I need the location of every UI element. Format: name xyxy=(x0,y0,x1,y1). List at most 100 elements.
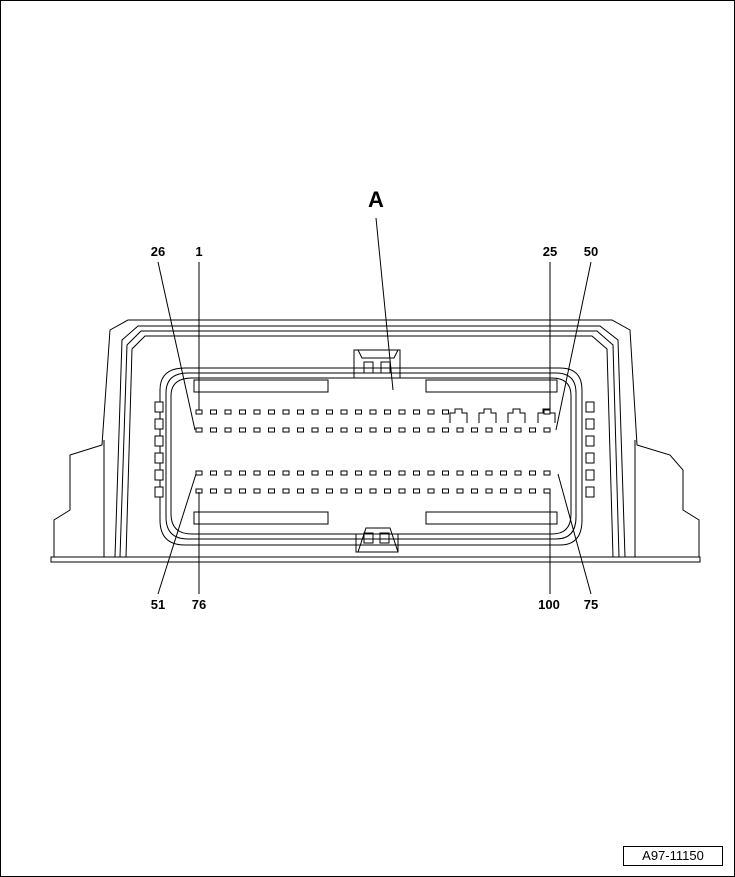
pin-row-51-75-6 xyxy=(268,470,275,476)
pin-row-26-50-8 xyxy=(297,427,304,433)
pin-label-25: 25 xyxy=(543,244,557,259)
pin-row-26-50-17 xyxy=(427,427,435,433)
pin-row-1-25-14 xyxy=(384,409,391,415)
pin-row-1-25-7 xyxy=(282,409,290,415)
leader-line-a xyxy=(375,217,394,391)
pin-row-1-25-1 xyxy=(195,409,203,415)
guide-tab-left xyxy=(154,435,164,447)
pin-row-51-75-14 xyxy=(384,470,391,476)
pin-row-1-25-25 xyxy=(543,409,551,415)
pin-row-51-75-17 xyxy=(427,470,435,476)
pin-row-51-75-22 xyxy=(500,470,507,476)
pin-row-51-75-10 xyxy=(326,470,333,476)
pin-row-26-50-7 xyxy=(282,427,290,433)
leader-line-26 xyxy=(157,261,196,431)
pin-row-26-50-15 xyxy=(398,427,406,433)
pin-row-51-75-21 xyxy=(485,470,493,476)
pin-row-76-100-19 xyxy=(456,488,464,494)
leader-line-51 xyxy=(157,473,197,595)
pin-row-1-25-13 xyxy=(369,409,377,415)
guide-tab-right xyxy=(585,418,595,430)
pin-row-51-75-8 xyxy=(297,470,304,476)
pin-row-51-75-13 xyxy=(369,470,377,476)
pin-row-26-50-23 xyxy=(514,427,522,433)
connector-label-a: A xyxy=(368,187,384,212)
connector-body xyxy=(159,367,583,546)
housing-flange xyxy=(53,319,700,557)
leader-line-75 xyxy=(557,473,592,595)
pin-row-26-50-9 xyxy=(311,427,319,433)
pin-row-26-50-1 xyxy=(195,427,203,433)
pin-row-1-25-12 xyxy=(355,409,362,415)
pin-row-76-100-7 xyxy=(282,488,290,494)
pin-row-76-100-12 xyxy=(355,488,362,494)
pin-row-76-100-16 xyxy=(413,488,420,494)
bottom-latch xyxy=(355,527,399,553)
pin-row-26-50-11 xyxy=(340,427,348,433)
pin-row-51-75-4 xyxy=(239,470,246,476)
top-latch xyxy=(353,349,401,378)
pin-row-51-75-18 xyxy=(442,470,449,476)
pin-row-51-75-2 xyxy=(210,470,217,476)
pin-row-26-50-18 xyxy=(442,427,449,433)
pin-row-51-75-3 xyxy=(224,470,232,476)
pin-row-51-75-25 xyxy=(543,470,551,476)
pin-label-51: 51 xyxy=(151,597,165,612)
pin-row-51-75-7 xyxy=(282,470,290,476)
pin-row-76-100-15 xyxy=(398,488,406,494)
base-plate xyxy=(50,556,701,563)
pin-row-1-25-11 xyxy=(340,409,348,415)
pin-row-51-75-23 xyxy=(514,470,522,476)
pin-row-51-75-9 xyxy=(311,470,319,476)
pin-row-26-50-22 xyxy=(500,427,507,433)
pin-row-1-25-4 xyxy=(239,409,246,415)
pin-row-76-100-9 xyxy=(311,488,319,494)
pin-row-26-50-19 xyxy=(456,427,464,433)
pin-row-76-100-20 xyxy=(471,488,478,494)
pin-row-1-25-5 xyxy=(253,409,261,415)
pin-row-26-50-3 xyxy=(224,427,232,433)
guide-tab-right xyxy=(585,469,595,481)
pin-row-26-50-6 xyxy=(268,427,275,433)
right-guide-tabs xyxy=(585,401,595,498)
guide-tab-left xyxy=(154,401,164,413)
pin-row-26-50-5 xyxy=(253,427,261,433)
pin-row-1-25-9 xyxy=(311,409,319,415)
pin-row-26-50-25 xyxy=(543,427,551,433)
pin-label-75: 75 xyxy=(584,597,598,612)
pin-grid xyxy=(195,409,551,494)
guide-tab-right xyxy=(585,401,595,413)
pin-row-26-50-24 xyxy=(529,427,536,433)
left-guide-tabs xyxy=(154,401,164,498)
pin-row-76-100-23 xyxy=(514,488,522,494)
guide-tab-left xyxy=(154,486,164,498)
guide-tab-right xyxy=(585,486,595,498)
pin-row-1-25-18 xyxy=(442,409,449,415)
pin-label-100: 100 xyxy=(538,597,560,612)
pin-row-76-100-11 xyxy=(340,488,348,494)
guide-tab-left xyxy=(154,418,164,430)
pin-row-51-75-5 xyxy=(253,470,261,476)
pin-row-26-50-16 xyxy=(413,427,420,433)
pin-row-51-75-24 xyxy=(529,470,536,476)
pin-row-51-75-1 xyxy=(195,470,203,476)
pin-row-1-25-6 xyxy=(268,409,275,415)
pin-row-51-75-12 xyxy=(355,470,362,476)
pin-row-26-50-14 xyxy=(384,427,391,433)
pin-row-1-25-17 xyxy=(427,409,435,415)
guide-tab-right xyxy=(585,435,595,447)
pin-row-76-100-13 xyxy=(369,488,377,494)
pin-row-76-100-6 xyxy=(268,488,275,494)
pin-row-76-100-3 xyxy=(224,488,232,494)
pin-row-76-100-10 xyxy=(326,488,333,494)
pin-label-76: 76 xyxy=(192,597,206,612)
pin-row-1-25-10 xyxy=(326,409,333,415)
pin-label-50: 50 xyxy=(584,244,598,259)
guide-tab-left xyxy=(154,469,164,481)
pin-row-51-75-11 xyxy=(340,470,348,476)
pin-row-76-100-18 xyxy=(442,488,449,494)
pin-row-26-50-10 xyxy=(326,427,333,433)
pin-row-26-50-13 xyxy=(369,427,377,433)
pin-row-26-50-2 xyxy=(210,427,217,433)
pin-row-76-100-22 xyxy=(500,488,507,494)
